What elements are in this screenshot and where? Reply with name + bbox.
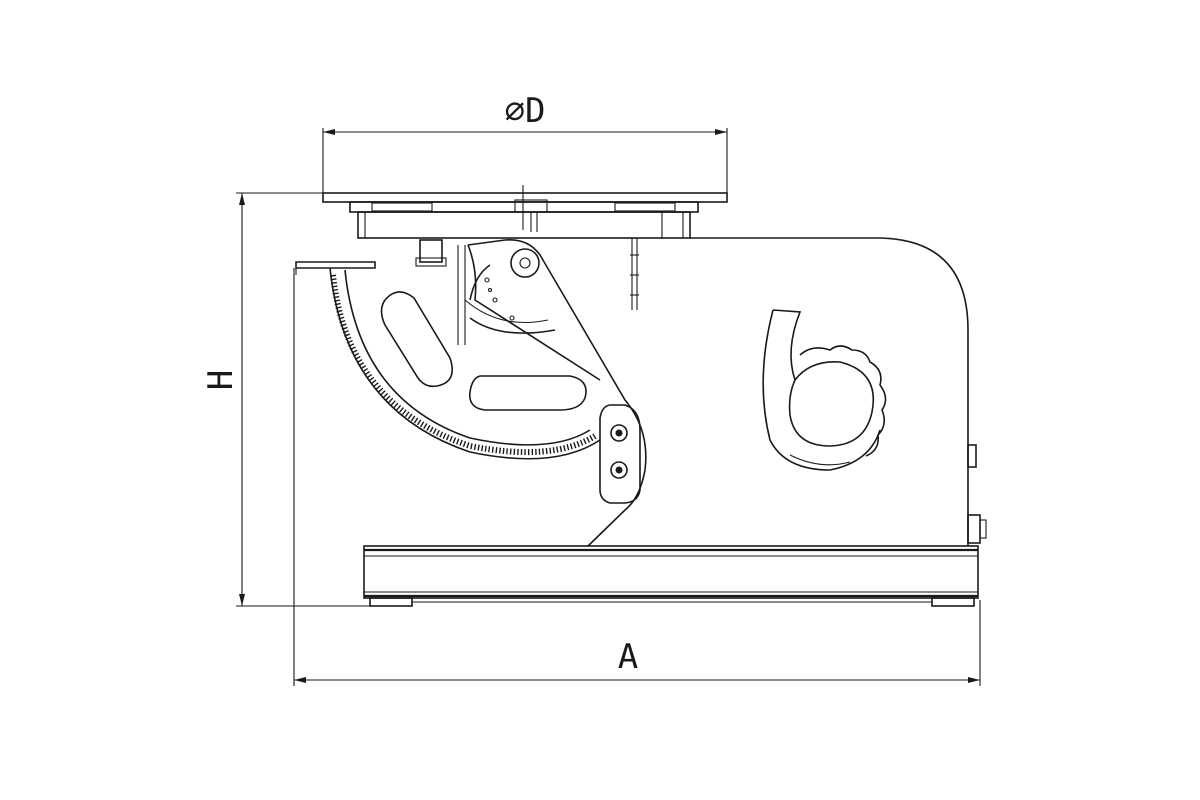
side-controls [967,444,987,544]
turntable-plate [322,185,728,239]
main-body [295,237,969,546]
clamp-plate [599,404,641,504]
tilt-hub [415,239,556,345]
diameter-label: ⌀D [505,91,546,131]
dimension-diameter: ⌀D [322,91,728,195]
dimension-height: H [201,192,390,607]
length-label: A [618,637,638,677]
brand-logo-mark [762,309,887,471]
base-frame [363,545,979,607]
link-arm [467,238,647,547]
tilt-gear-sector [329,267,601,460]
dimension-length: A [293,268,981,686]
height-label: H [201,370,241,390]
